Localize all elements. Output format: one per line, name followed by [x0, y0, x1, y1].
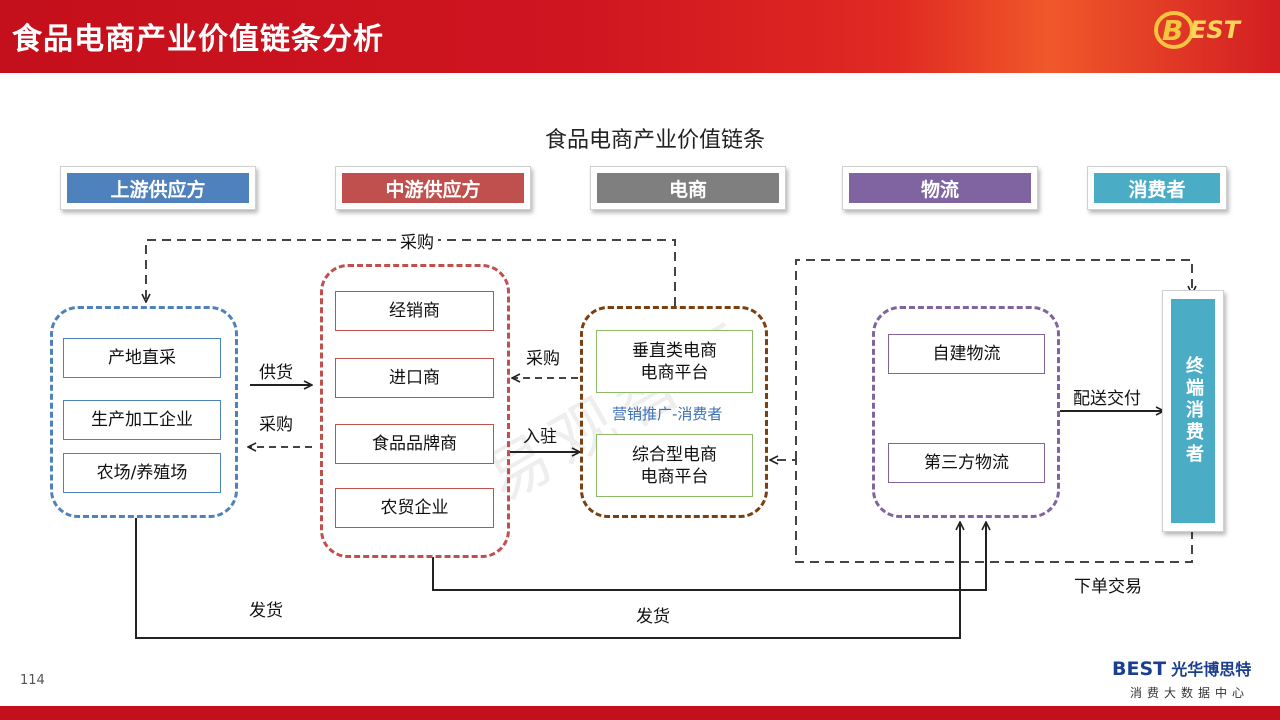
brand-subtitle: 消费大数据中心: [1130, 686, 1250, 700]
flow-label-top-purchase: 采购: [396, 228, 438, 253]
category-consumer-label: 消费者: [1094, 173, 1220, 203]
svg-text:B: B: [1162, 14, 1183, 47]
best-logo-icon: B EST: [1154, 11, 1242, 49]
diagram-title: 食品电商产业价值链条: [544, 128, 765, 153]
vertical-ecommerce-platform: 垂直类电商 电商平台: [596, 330, 753, 393]
logistics-group: [872, 306, 1060, 518]
brand-name: 光华博思特: [1171, 660, 1252, 679]
logistics-item: 自建物流: [888, 334, 1045, 374]
category-midstream-label: 中游供应方: [342, 173, 524, 203]
comprehensive-ecommerce-platform: 综合型电商 电商平台: [596, 434, 753, 497]
terminal-consumer-label: 终端消费者: [1171, 299, 1215, 523]
flow-label-ship-mid: 发货: [636, 607, 670, 627]
category-ecommerce-label: 电商: [597, 173, 779, 203]
flow-label-ship-left: 发货: [249, 601, 283, 621]
ecommerce-group: [580, 306, 768, 518]
flow-label-delivery: 配送交付: [1073, 389, 1141, 409]
upstream-item: 生产加工企业: [63, 400, 221, 440]
order-trade-line: [770, 460, 1193, 563]
footer-bar: [0, 706, 1280, 720]
flow-label-purchase-mid: 采购: [526, 349, 560, 369]
flow-label-order-trade: 下单交易: [1074, 577, 1142, 597]
category-logistics-label: 物流: [849, 173, 1031, 203]
midstream-item: 经销商: [335, 291, 494, 331]
brand-block: BEST 光华博思特 消费大数据中心: [1112, 656, 1252, 700]
category-ecommerce: 电商: [590, 166, 786, 210]
flow-label-supply: 供货: [259, 363, 293, 383]
category-midstream: 中游供应方: [335, 166, 531, 210]
page-number: 114: [20, 673, 45, 688]
brand-logo: BEST: [1112, 658, 1167, 680]
category-consumer: 消费者: [1087, 166, 1227, 210]
page-title: 食品电商产业价值链条分析: [12, 22, 384, 57]
upstream-group: [50, 306, 238, 518]
ship-mid-line: [432, 522, 986, 591]
category-logistics: 物流: [842, 166, 1038, 210]
ship-left-line: [135, 518, 960, 639]
midstream-item: 食品品牌商: [335, 424, 494, 464]
midstream-item: 进口商: [335, 358, 494, 398]
category-upstream-label: 上游供应方: [67, 173, 249, 203]
marketing-label: 营销推广-消费者: [612, 405, 723, 423]
flow-label-settle-in: 入驻: [523, 427, 557, 447]
upstream-item: 农场/养殖场: [63, 453, 221, 493]
midstream-item: 农贸企业: [335, 488, 494, 528]
upstream-item: 产地直采: [63, 338, 221, 378]
category-upstream: 上游供应方: [60, 166, 256, 210]
svg-text:EST: EST: [1190, 16, 1242, 44]
order-to-consumer-line: [795, 259, 1192, 460]
logistics-item: 第三方物流: [888, 443, 1045, 483]
terminal-consumer: 终端消费者: [1162, 290, 1224, 532]
midstream-group: [320, 264, 510, 558]
header-bar: 食品电商产业价值链条分析 B EST: [0, 0, 1280, 73]
flow-label-purchase-back: 采购: [259, 415, 293, 435]
